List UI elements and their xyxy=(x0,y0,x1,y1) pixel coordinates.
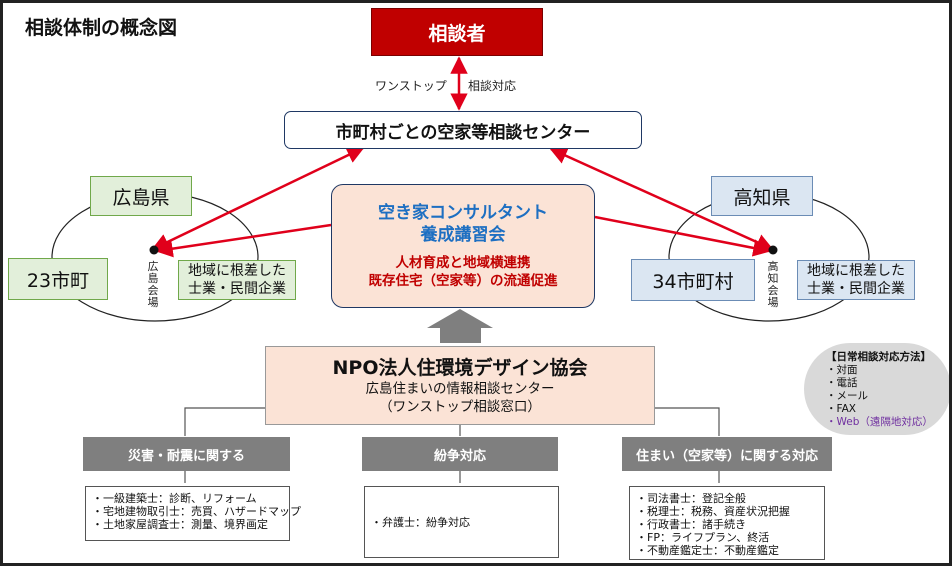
category-disaster: 災害・耐震に関する xyxy=(83,437,290,471)
dispute-detail-box: ・弁護士：紛争対応 xyxy=(364,486,559,558)
hiroshima-center-arrow xyxy=(151,146,365,251)
page-title: 相談体制の概念図 xyxy=(25,17,178,39)
training-hiroshima-arrow xyxy=(155,223,332,258)
detail-item: ・司法書士：登記全般 xyxy=(636,492,746,505)
npo-sub-line-1: 広島住まいの情報相談センター xyxy=(365,380,555,397)
left-bracket-line xyxy=(184,407,265,436)
consultation-center-box: 市町村ごとの空家等相談センター xyxy=(284,111,642,149)
connector-layer xyxy=(51,56,870,483)
detail-item: ・税理士：税務、資産状況把握 xyxy=(636,505,790,518)
training-title-line-1: 空き家コンサルタント xyxy=(378,203,548,223)
kochi-center-arrow xyxy=(549,147,774,251)
detail-item: ・一級建築士：診断、リフォーム xyxy=(92,492,257,505)
detail-item: ・不動産鑑定士：不動産鑑定 xyxy=(636,544,779,557)
disaster-detail-box: ・一級建築士：診断、リフォーム ・宅地建物取引士：売買、ハザードマップ ・土地家… xyxy=(85,486,301,541)
hiroshima-business-box: 地域に根差した 士業・民間企業 xyxy=(178,260,296,300)
hiroshima-venue-label: 広島会場 xyxy=(147,260,159,309)
hiroshima-towns-box: 23市町 xyxy=(8,258,108,300)
daily-method-item: ・FAX xyxy=(826,403,856,415)
housing-detail-box: ・司法書士：登記全般 ・税理士：税務、資産状況把握 ・行政書士：諸手続き ・FP… xyxy=(629,486,825,560)
training-kochi-arrow xyxy=(594,215,771,257)
daily-method-item: ・電話 xyxy=(826,377,858,389)
npo-sub-line-2: （ワンストップ相談窓口） xyxy=(379,398,541,415)
hiroshima-venue-dot xyxy=(149,245,159,255)
kochi-business-line-1: 地域に根差した xyxy=(807,263,905,279)
training-sub-line-2: 既存住宅（空家等）の流通促進 xyxy=(368,273,558,289)
hiroshima-pref-box: 広島県 xyxy=(90,176,192,216)
kochi-towns-box: 34市町村 xyxy=(631,259,755,301)
daily-methods-panel: 【日常相談対応方法】 ・対面 ・電話 ・メール ・FAX ・Web（遠隔地対応） xyxy=(804,343,949,435)
consultation-label: 相談対応 xyxy=(468,79,517,93)
daily-method-web: ・Web（遠隔地対応） xyxy=(826,416,933,428)
hiroshima-business-line-2: 士業・民間企業 xyxy=(188,281,286,297)
kochi-business-box: 地域に根差した 士業・民間企業 xyxy=(797,260,915,300)
kochi-venue-dot xyxy=(768,245,778,255)
daily-method-item: ・メール xyxy=(826,390,868,402)
kochi-pref-box: 高知県 xyxy=(711,176,813,216)
detail-item: ・行政書士：諸手続き xyxy=(636,518,746,531)
consultee-box: 相談者 xyxy=(371,8,543,56)
one-stop-label: ワンストップ xyxy=(375,79,447,93)
training-title: 空き家コンサルタント 養成講習会 xyxy=(378,202,548,246)
right-bracket-line xyxy=(655,407,720,436)
training-subtitle: 人材育成と地域横連携 既存住宅（空家等）の流通促進 xyxy=(369,254,558,290)
daily-methods-title: 【日常相談対応方法】 xyxy=(826,351,931,363)
kochi-business-line-2: 士業・民間企業 xyxy=(807,281,905,297)
npo-up-arrow xyxy=(427,309,493,343)
training-seminar-box: 空き家コンサルタント 養成講習会 人材育成と地域横連携 既存住宅（空家等）の流通… xyxy=(331,184,595,308)
training-title-line-2: 養成講習会 xyxy=(420,225,506,245)
detail-item: ・土地家屋調査士：測量、境界画定 xyxy=(92,518,268,531)
npo-subtitle: 広島住まいの情報相談センター （ワンストップ相談窓口） xyxy=(366,380,555,416)
npo-box: NPO法人住環境デザイン協会 広島住まいの情報相談センター （ワンストップ相談窓… xyxy=(265,346,655,425)
hiroshima-business-line-1: 地域に根差した xyxy=(188,263,286,279)
kochi-venue-label: 高知会場 xyxy=(767,260,779,309)
detail-item: ・弁護士：紛争対応 xyxy=(371,515,470,529)
npo-name: NPO法人住環境デザイン協会 xyxy=(332,356,588,379)
training-sub-line-1: 人材育成と地域横連携 xyxy=(395,255,531,271)
detail-item: ・宅地建物取引士：売買、ハザードマップ xyxy=(92,505,301,518)
daily-method-item: ・対面 xyxy=(826,364,858,376)
category-housing: 住まい（空家等）に関する対応 xyxy=(622,437,832,471)
category-dispute: 紛争対応 xyxy=(362,437,558,471)
detail-item: ・FP：ライフプラン、終活 xyxy=(636,531,770,544)
